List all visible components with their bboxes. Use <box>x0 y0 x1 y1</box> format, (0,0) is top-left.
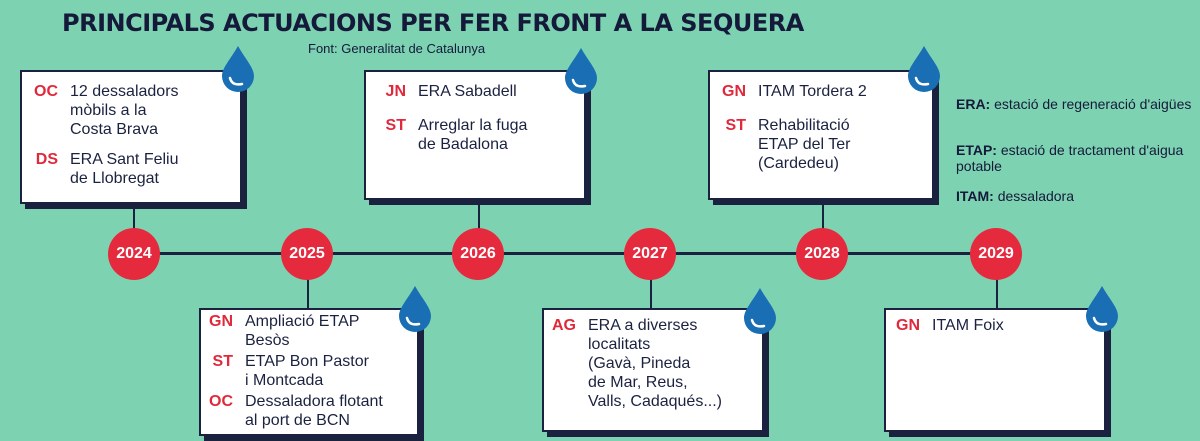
year-2024-marker: 2024 <box>108 228 160 280</box>
water-drop-icon <box>908 46 940 92</box>
entry-text: ERA Sabadell <box>418 83 517 100</box>
card-2026: JN ERA Sabadell ST Arreglar la fuga de B… <box>364 70 586 200</box>
year-2026-marker: 2026 <box>452 228 504 280</box>
entry-code: GN <box>896 317 920 334</box>
legend-definition: estació de tractament d'aigua potable <box>956 142 1184 174</box>
year-2028-marker: 2028 <box>796 228 848 280</box>
connector-2027 <box>650 272 652 308</box>
entry-text: 12 dessaladors mòbils a la Costa Brava <box>70 83 179 138</box>
entry-2028-st: ST Rehabilitació ETAP del Ter (Cardedeu) <box>718 116 851 173</box>
entry-2026-st: ST Arreglar la fuga de Badalona <box>378 116 528 154</box>
legend-definition: dessaladora <box>997 188 1075 204</box>
entry-text: Dessaladora flotant al port de BCN <box>245 393 383 429</box>
card-2029: GN ITAM Foix <box>884 308 1106 432</box>
year-2025-marker: 2025 <box>281 228 333 280</box>
entry-text: Arreglar la fuga de Badalona <box>418 117 528 153</box>
source-note: Font: Generalitat de Catalunya <box>308 41 486 56</box>
card-2027: AG ERA a diverses localitats (Gavà, Pine… <box>542 308 764 432</box>
water-drop-icon <box>222 46 254 92</box>
entry-2024-ds: DS ERA Sant Feliu de Llobregat <box>30 150 179 188</box>
legend-itam: ITAM: dessaladora <box>956 188 1196 204</box>
connector-2024 <box>133 204 135 234</box>
entry-code: JN <box>385 83 406 100</box>
connector-2026 <box>478 200 480 234</box>
year-2027-marker: 2027 <box>624 228 676 280</box>
entry-text: Rehabilitació ETAP del Ter (Cardedeu) <box>758 117 851 172</box>
entry-2027-ag: AG ERA a diverses localitats (Gavà, Pine… <box>548 316 722 411</box>
legend-etap: ETAP: estació de tractament d'aigua pota… <box>956 142 1196 174</box>
connector-2029 <box>996 272 998 308</box>
entry-2029-gn: GN ITAM Foix <box>892 316 1004 335</box>
entry-code: ST <box>385 117 406 134</box>
entry-2026-jn: JN ERA Sabadell <box>378 82 517 101</box>
entry-2025-st: ST ETAP Bon Pastor i Montcada <box>205 352 369 390</box>
entry-text: ETAP Bon Pastor i Montcada <box>245 353 369 389</box>
water-drop-icon <box>565 48 597 94</box>
entry-code: DS <box>35 151 58 168</box>
entry-2028-gn: GN ITAM Tordera 2 <box>718 82 867 101</box>
entry-code: GN <box>209 313 233 330</box>
entry-text: ERA a diverses localitats (Gavà, Pineda … <box>588 317 722 410</box>
entry-2025-oc: OC Dessaladora flotant al port de BCN <box>205 392 383 430</box>
year-2029-marker: 2029 <box>970 228 1022 280</box>
legend-term: ITAM: <box>956 188 994 204</box>
entry-code: AG <box>552 317 576 334</box>
water-drop-icon <box>1086 286 1118 332</box>
legend-term: ETAP: <box>956 142 997 158</box>
entry-code: ST <box>725 117 746 134</box>
entry-code: OC <box>209 393 233 410</box>
page-title: PRINCIPALS ACTUACIONS PER FER FRONT A LA… <box>62 9 804 37</box>
card-2024: OC 12 dessaladors mòbils a la Costa Brav… <box>20 70 242 204</box>
card-2028: GN ITAM Tordera 2 ST Rehabilitació ETAP … <box>708 70 934 200</box>
connector-2025 <box>307 272 309 308</box>
entry-code: OC <box>34 83 58 100</box>
entry-code: GN <box>722 83 746 100</box>
connector-2028 <box>822 200 824 234</box>
water-drop-icon <box>744 288 776 334</box>
entry-code: ST <box>212 353 233 370</box>
entry-2024-oc: OC 12 dessaladors mòbils a la Costa Brav… <box>30 82 179 139</box>
entry-text: ERA Sant Feliu de Llobregat <box>70 151 179 187</box>
legend-era: ERA: estació de regeneració d'aigües <box>956 96 1196 112</box>
entry-text: ITAM Foix <box>932 317 1004 334</box>
legend-term: ERA: <box>956 96 991 112</box>
entry-text: Ampliació ETAP Besòs <box>245 313 360 349</box>
timeline-line <box>134 252 996 255</box>
legend-definition: estació de regeneració d'aigües <box>994 96 1192 112</box>
entry-text: ITAM Tordera 2 <box>758 83 867 100</box>
water-drop-icon <box>399 286 431 332</box>
entry-2025-gn: GN Ampliació ETAP Besòs <box>205 312 359 350</box>
card-2025: GN Ampliació ETAP Besòs ST ETAP Bon Past… <box>199 308 419 436</box>
